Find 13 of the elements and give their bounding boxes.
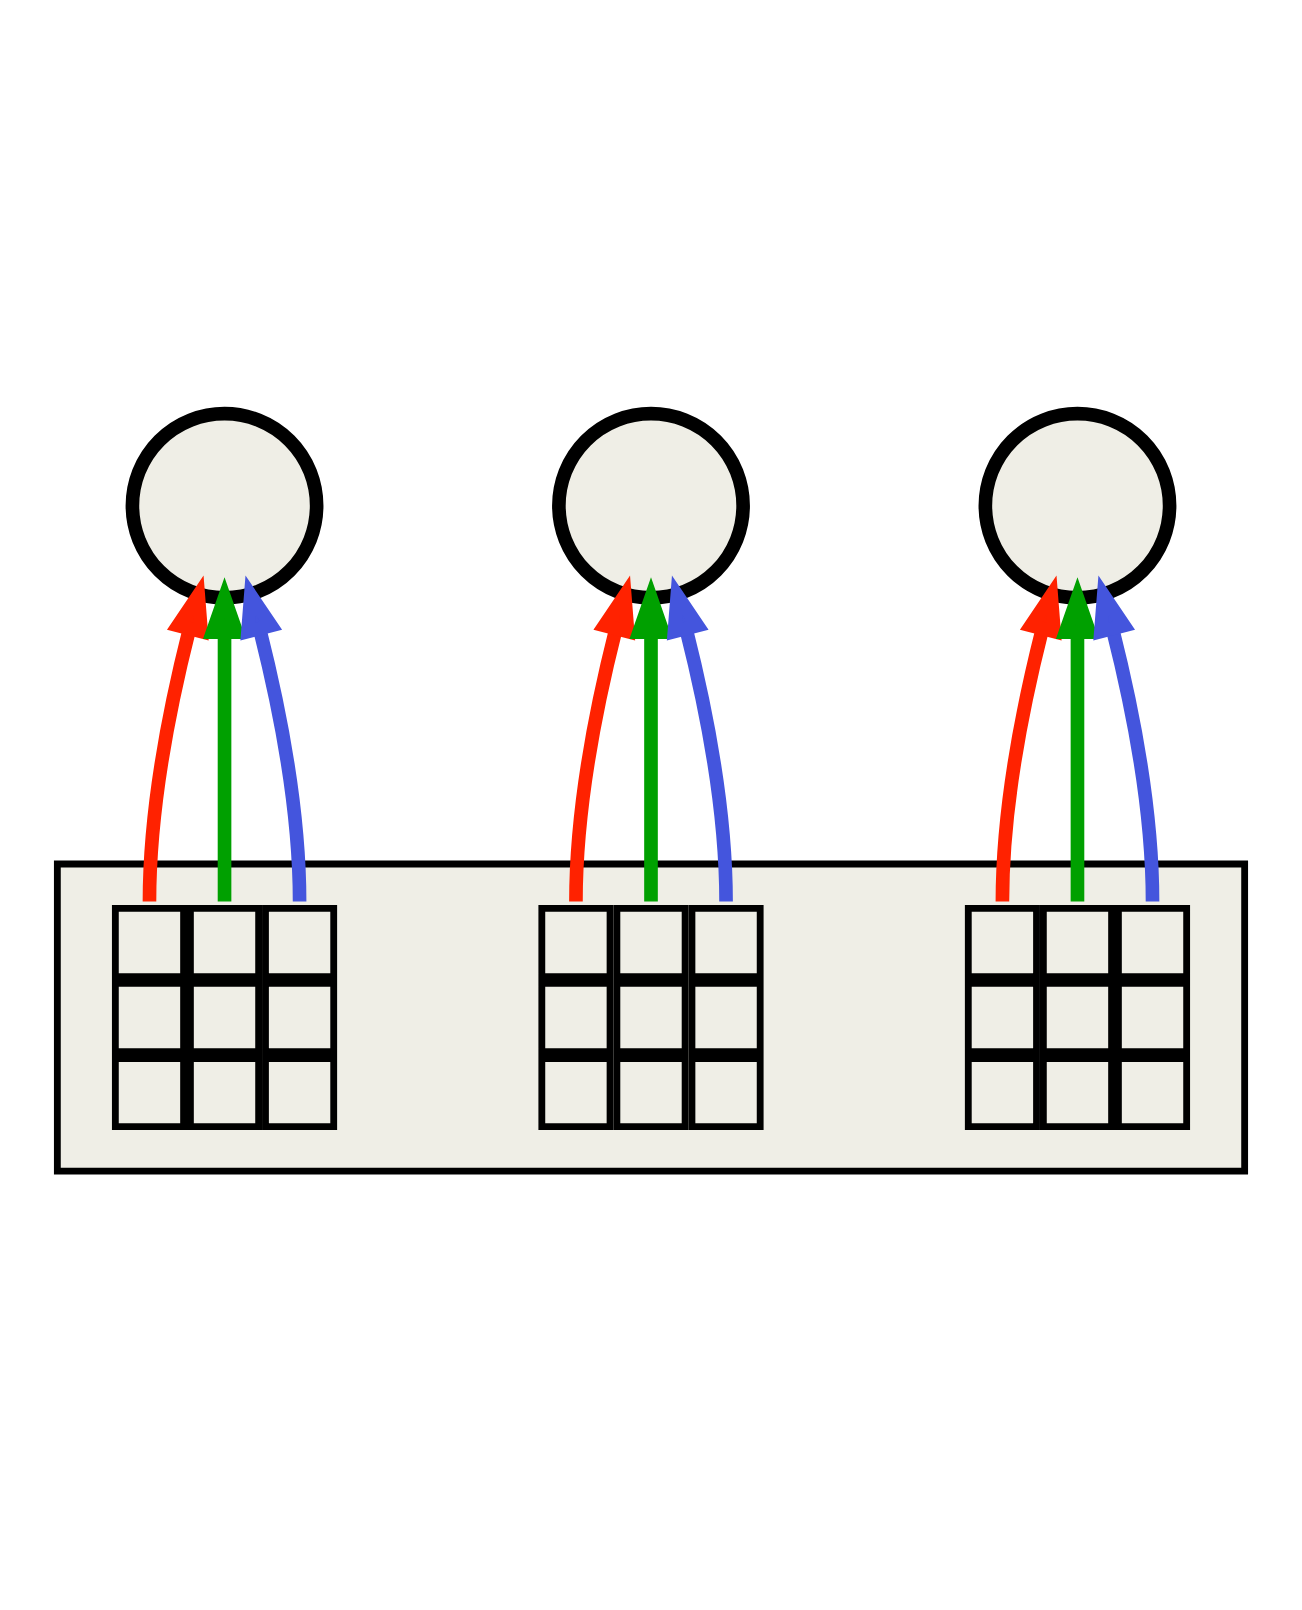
arrow — [240, 574, 307, 901]
arrow — [1093, 574, 1160, 901]
node-circle — [125, 405, 324, 604]
arrow — [666, 574, 733, 901]
arrow — [142, 574, 209, 901]
arrow — [202, 576, 247, 901]
cluster — [53, 859, 1249, 1174]
node-circle — [552, 405, 750, 604]
arrow — [1055, 576, 1100, 901]
arrow — [629, 576, 673, 901]
arrow — [995, 574, 1062, 901]
arrow — [569, 574, 636, 901]
node-circle — [978, 405, 1177, 604]
